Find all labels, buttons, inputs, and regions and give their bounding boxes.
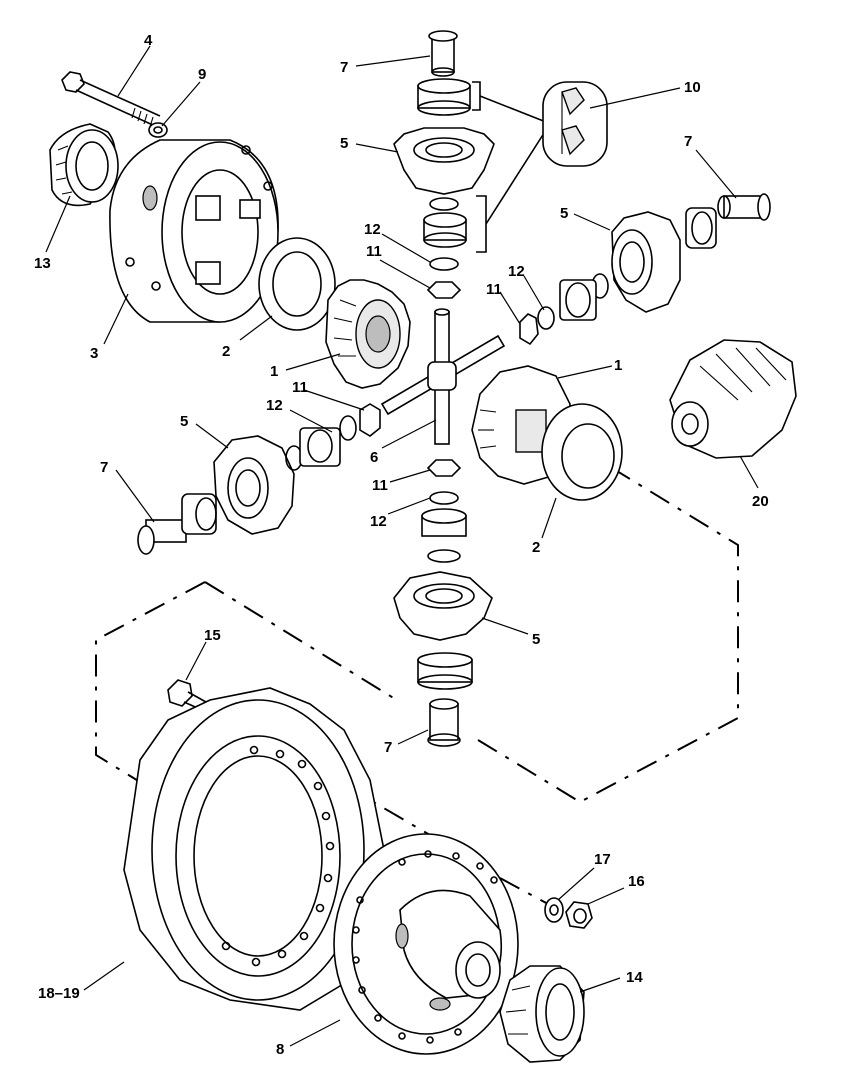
upper-pinion-5 xyxy=(393,127,495,195)
left-washers xyxy=(285,403,381,471)
callout-2-right: 2 xyxy=(532,539,540,556)
callout-11-right: 11 xyxy=(486,281,502,298)
lower-bearing xyxy=(417,652,473,690)
lower-pinion-5 xyxy=(393,571,493,641)
callout-18-19: 18–19 xyxy=(38,985,80,1002)
upper-thrust-stack xyxy=(423,197,467,299)
nut-16 xyxy=(565,901,593,929)
callout-12-upper: 12 xyxy=(364,221,381,238)
bearing-cone-13 xyxy=(49,123,119,207)
callout-16: 16 xyxy=(628,873,645,890)
callout-10: 10 xyxy=(684,79,701,96)
drive-pinion-20 xyxy=(669,339,797,459)
washer-17 xyxy=(544,897,564,923)
right-sleeve-7 xyxy=(717,193,771,221)
lower-sleeve-7 xyxy=(427,698,461,747)
left-sleeve-7 xyxy=(137,519,187,555)
ring-gear-18-19 xyxy=(123,687,385,1011)
callout-5-right: 5 xyxy=(560,205,568,222)
side-gear-1-left xyxy=(325,279,411,389)
upper-bearing xyxy=(417,78,471,116)
bolt-4 xyxy=(61,71,161,128)
right-bearing xyxy=(685,207,717,249)
callout-3: 3 xyxy=(90,345,98,362)
lower-washers xyxy=(421,459,467,563)
callout-11-lower: 11 xyxy=(372,477,388,494)
callout-1-left: 1 xyxy=(270,363,278,380)
callout-8: 8 xyxy=(276,1041,284,1058)
bracket-10 xyxy=(472,81,547,253)
callout-15: 15 xyxy=(204,627,221,644)
right-pinion-5 xyxy=(611,211,681,313)
callout-labels: 4 9 13 3 2 1 7 5 10 7 5 12 11 12 11 1 11… xyxy=(34,32,769,1058)
callout-7-bottom: 7 xyxy=(384,739,392,756)
inset-detail-10 xyxy=(542,81,608,167)
callout-11-upper: 11 xyxy=(366,243,382,260)
right-washers xyxy=(519,273,609,346)
callout-6: 6 xyxy=(370,449,378,466)
callout-2-left: 2 xyxy=(222,343,230,360)
upper-sleeve-7 xyxy=(428,30,458,77)
callout-20: 20 xyxy=(752,493,769,510)
differential-case-3 xyxy=(109,139,279,323)
left-bearing xyxy=(181,493,217,535)
case-half-8 xyxy=(333,833,519,1055)
callout-14: 14 xyxy=(626,969,643,986)
callout-17: 17 xyxy=(594,851,611,868)
callout-7-right: 7 xyxy=(684,133,692,150)
callout-12-lower: 12 xyxy=(370,513,387,530)
callout-7-top: 7 xyxy=(340,59,348,76)
callout-11-left: 11 xyxy=(292,379,308,396)
bolt-15 xyxy=(167,679,207,711)
callout-5-bottom: 5 xyxy=(532,631,540,648)
callout-1-right: 1 xyxy=(614,357,622,374)
left-pinion-5 xyxy=(213,435,295,535)
bearing-cone-14 xyxy=(499,965,585,1063)
spider-cross-6 xyxy=(380,308,506,445)
callout-4: 4 xyxy=(144,32,153,49)
callout-9: 9 xyxy=(198,66,206,83)
callout-12-left: 12 xyxy=(266,397,283,414)
leader-lines xyxy=(45,45,759,1047)
callout-5-left: 5 xyxy=(180,413,188,430)
callout-13: 13 xyxy=(34,255,51,272)
thrust-washer-2-right xyxy=(541,403,623,501)
callout-5-top: 5 xyxy=(340,135,348,152)
thrust-washer-2-left xyxy=(258,237,336,331)
callout-7-left: 7 xyxy=(100,459,108,476)
callout-12-right: 12 xyxy=(508,263,525,280)
washer-9 xyxy=(148,122,168,138)
